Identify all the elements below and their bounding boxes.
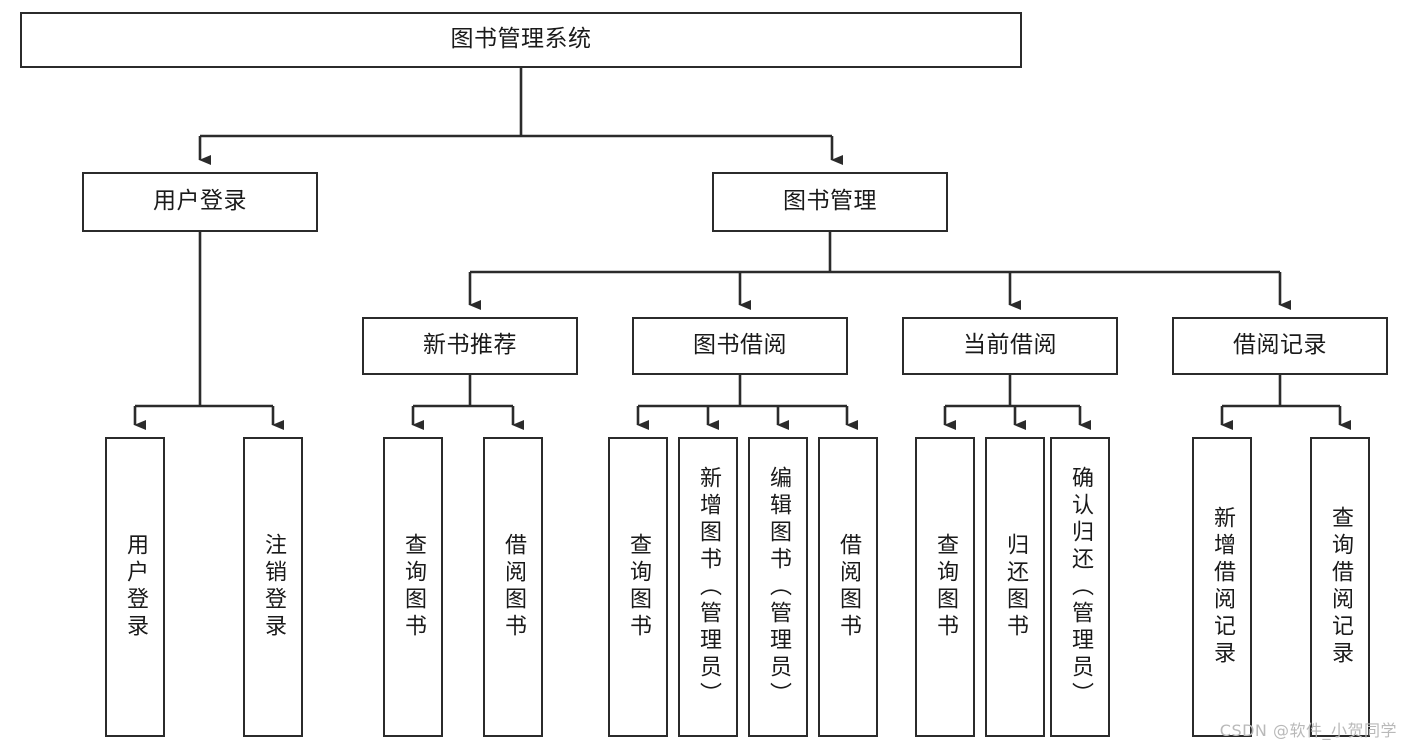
node-label: 新增借阅记录 (1210, 506, 1235, 668)
node-label: 图书管理系统 (450, 26, 592, 53)
leaf-user-login[interactable]: 用户登录 (105, 437, 165, 737)
node-root-system[interactable]: 图书管理系统 (20, 12, 1022, 68)
node-label: 图书管理 (783, 188, 877, 215)
node-user-login[interactable]: 用户登录 (82, 172, 318, 232)
node-label: 查询图书 (626, 533, 651, 641)
leaf-add-borrow-record[interactable]: 新增借阅记录 (1192, 437, 1252, 737)
leaf-borrow-book[interactable]: 借阅图书 (818, 437, 878, 737)
node-label: 当前借阅 (963, 332, 1057, 359)
node-label: 借阅记录 (1233, 332, 1327, 359)
node-label: 编辑图书（管理员） (766, 465, 791, 709)
node-label: 新增图书（管理员） (696, 465, 721, 709)
node-borrowing-record[interactable]: 借阅记录 (1172, 317, 1388, 375)
node-label: 用户登录 (153, 188, 247, 215)
leaf-borrow-book-recommend[interactable]: 借阅图书 (483, 437, 543, 737)
node-current-borrowing[interactable]: 当前借阅 (902, 317, 1118, 375)
leaf-confirm-return-admin[interactable]: 确认归还（管理员） (1050, 437, 1110, 737)
node-label: 归还图书 (1003, 533, 1028, 641)
node-label: 查询借阅记录 (1328, 506, 1353, 668)
leaf-query-borrow-record[interactable]: 查询借阅记录 (1310, 437, 1370, 737)
leaf-logout[interactable]: 注销登录 (243, 437, 303, 737)
node-label: 借阅图书 (501, 533, 526, 641)
node-new-book-recommendation[interactable]: 新书推荐 (362, 317, 578, 375)
node-book-borrowing[interactable]: 图书借阅 (632, 317, 848, 375)
node-label: 注销登录 (261, 533, 286, 641)
leaf-edit-book-admin[interactable]: 编辑图书（管理员） (748, 437, 808, 737)
node-label: 图书借阅 (693, 332, 787, 359)
leaf-query-book-borrow[interactable]: 查询图书 (608, 437, 668, 737)
node-label: 查询图书 (401, 533, 426, 641)
node-label: 确认归还（管理员） (1068, 465, 1093, 709)
node-label: 查询图书 (933, 533, 958, 641)
node-label: 用户登录 (123, 533, 148, 641)
leaf-return-book[interactable]: 归还图书 (985, 437, 1045, 737)
leaf-query-book-recommend[interactable]: 查询图书 (383, 437, 443, 737)
leaf-query-book-current[interactable]: 查询图书 (915, 437, 975, 737)
node-label: 新书推荐 (423, 332, 517, 359)
node-label: 借阅图书 (836, 533, 861, 641)
leaf-add-book-admin[interactable]: 新增图书（管理员） (678, 437, 738, 737)
watermark-text: CSDN @软件_小贺同学 (1219, 721, 1397, 740)
node-book-management[interactable]: 图书管理 (712, 172, 948, 232)
